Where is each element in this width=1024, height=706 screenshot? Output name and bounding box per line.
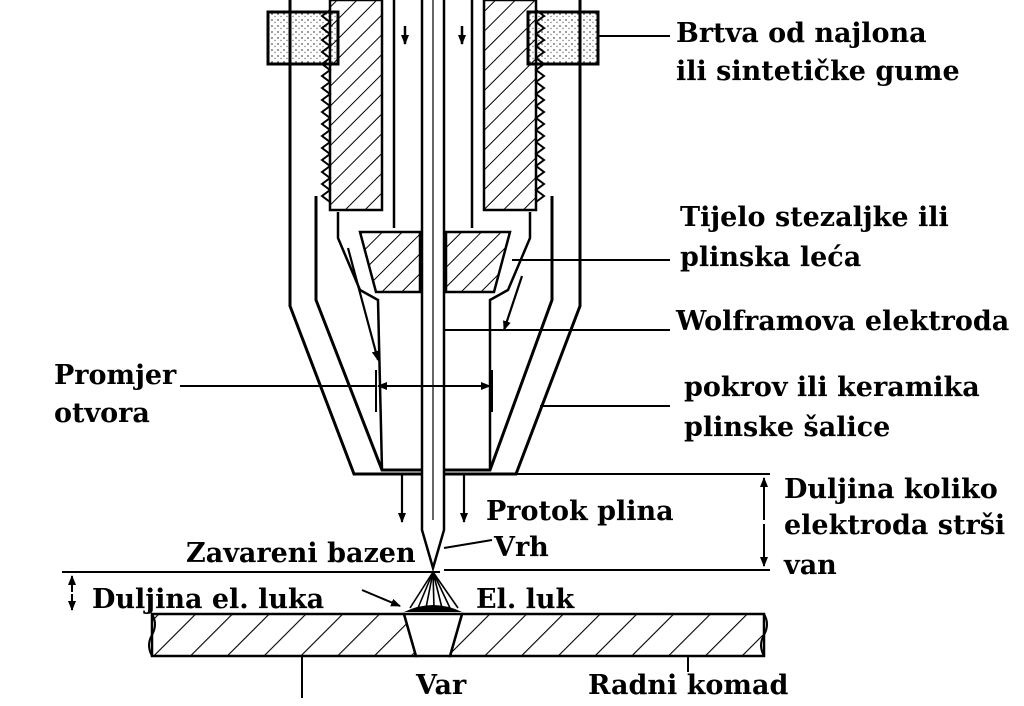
weld-label: Var xyxy=(416,670,467,701)
stickout-label-line-1: Duljina koliko xyxy=(784,474,998,505)
nozzle-diameter-label-line-2: otvora xyxy=(54,398,150,429)
gas-flow-label: Protok plina xyxy=(486,496,674,527)
welding-arc xyxy=(404,571,462,612)
weld-pool-label: Zavareni bazen xyxy=(186,538,416,569)
collet-body-label-line-2: plinska leća xyxy=(680,242,862,273)
stickout-label-line-3: van xyxy=(784,550,837,581)
tungsten-electrode-label: Wolframova elektroda xyxy=(676,306,1010,337)
arc-length-dimension xyxy=(62,571,440,611)
cup-label-line-1: pokrov ili keramika xyxy=(684,372,980,403)
torch-upper-body xyxy=(288,0,582,228)
workpiece xyxy=(148,612,768,658)
nozzle-diameter-dimension xyxy=(180,370,493,412)
seal-label-line-1: Brtva od najlona xyxy=(676,18,927,49)
stickout-label-line-2: elektroda strši xyxy=(784,510,1006,541)
leader-lines xyxy=(301,35,689,698)
collet-body xyxy=(314,196,554,472)
cup-label-line-2: plinske šalice xyxy=(684,412,891,443)
gas-flow-arrows xyxy=(398,474,468,523)
arc-length-label: Duljina el. luka xyxy=(92,584,325,615)
tungsten-electrode xyxy=(420,0,446,573)
collet-body-label-line-1: Tijelo stezaljke ili xyxy=(680,202,949,233)
workpiece-label: Radni komad xyxy=(588,670,789,701)
arc-label: El. luk xyxy=(476,584,575,615)
tip-label: Vrh xyxy=(494,532,549,563)
stickout-dimension xyxy=(444,473,770,571)
seal-label-line-2: ili sintetičke gume xyxy=(676,56,960,87)
nozzle-diameter-label-line-1: Promjer xyxy=(54,360,177,391)
